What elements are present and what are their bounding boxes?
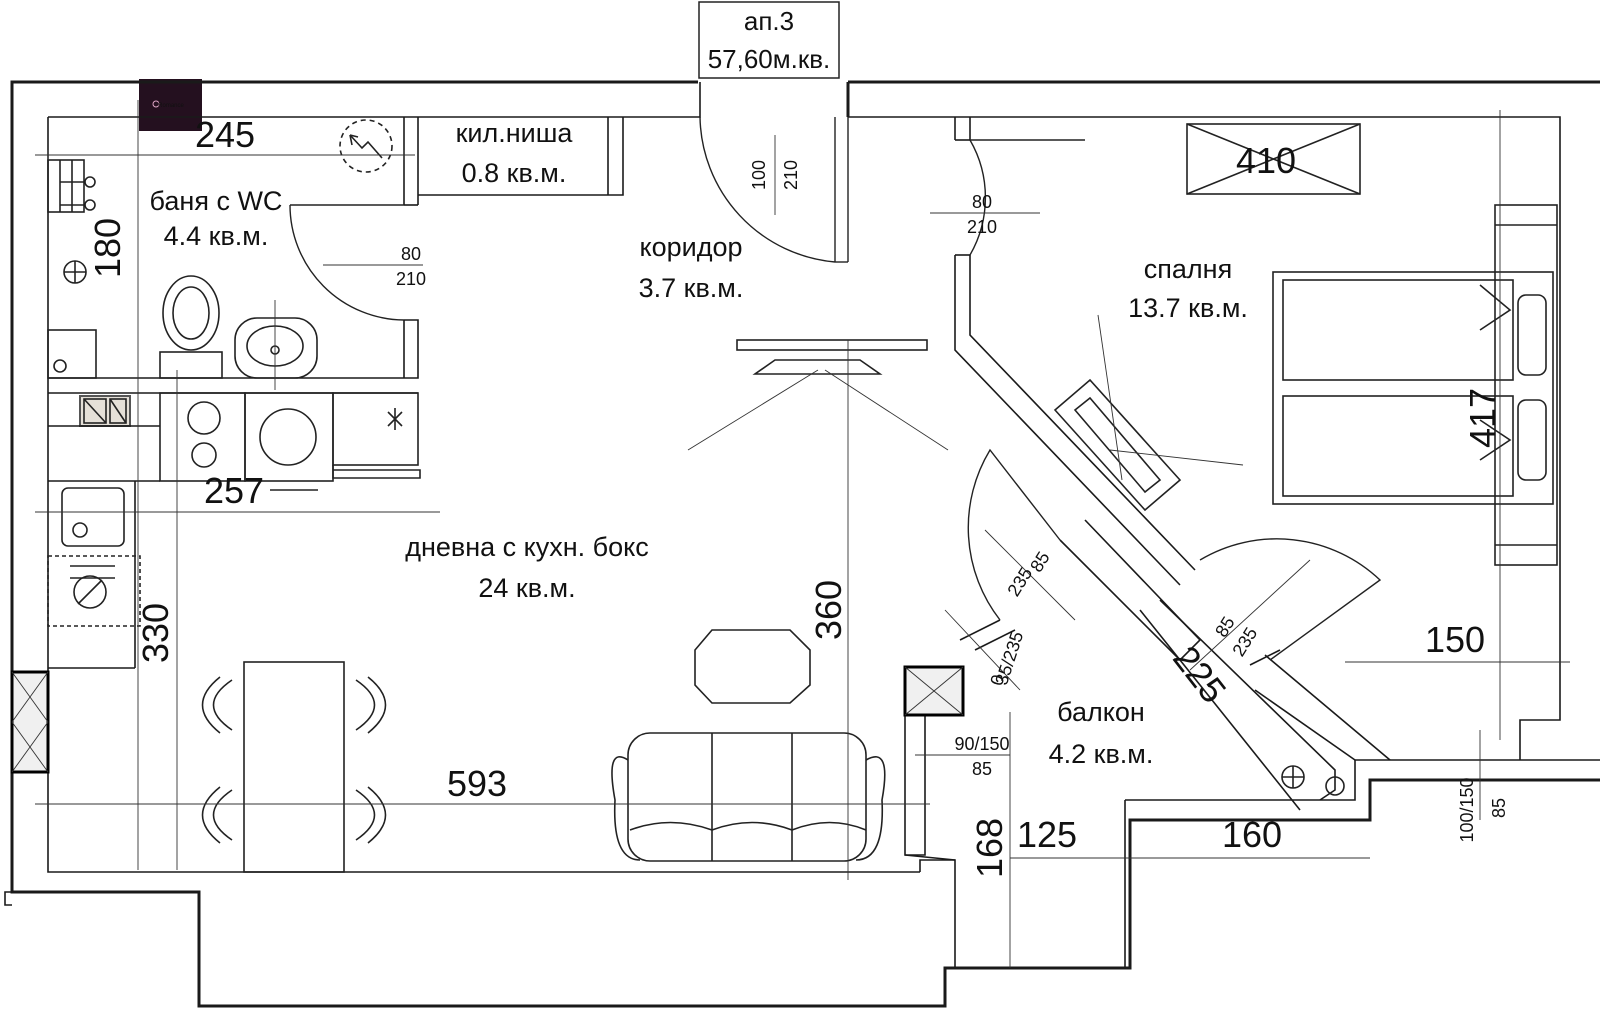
closet-name: кил.ниша [456, 118, 574, 148]
kitchen-units [47, 392, 421, 669]
bed-window-height: 85 [1489, 798, 1509, 818]
balcony-door-left[interactable]: 85 235 [967, 448, 1076, 621]
dim-330: 330 [135, 603, 176, 663]
dimension-values: 245 180 257 330 593 360 410 417 150 225 … [87, 114, 1503, 878]
dim-150: 150 [1425, 619, 1485, 660]
dim-245: 245 [195, 114, 255, 155]
corridor-area: 3.7 кв.м. [639, 273, 744, 303]
bedroom-door-height: 210 [967, 217, 997, 237]
chimney-column [903, 665, 965, 717]
bedroom-door[interactable]: 80 210 [930, 139, 1085, 256]
bathroom-area: 4.4 кв.м. [164, 221, 269, 251]
balcony-door-right-width: 85 [1211, 613, 1239, 641]
coffee-table [694, 629, 811, 704]
balcony-door-right[interactable]: 85 235 [1189, 538, 1382, 671]
balcony-name: балкон [1057, 697, 1145, 727]
dim-125: 125 [1017, 814, 1077, 855]
bed-window-width: 100/150 [1457, 777, 1477, 842]
dim-160: 160 [1222, 814, 1282, 855]
bathroom-door-height: 210 [396, 269, 426, 289]
wardrobe [1186, 123, 1361, 195]
bedroom-door-width: 80 [972, 192, 992, 212]
bathroom-door-width: 80 [401, 244, 421, 264]
tv-unit [687, 339, 949, 451]
dim-360: 360 [808, 580, 849, 640]
balcony-area: 4.2 кв.м. [1049, 739, 1154, 769]
logo-text: Romance [158, 103, 184, 109]
logo-icon [152, 100, 160, 108]
entrance-door[interactable]: 100 210 [699, 116, 849, 263]
dim-168: 168 [969, 818, 1010, 878]
dim-593: 593 [447, 763, 507, 804]
living-window-width: 90/150 [954, 734, 1009, 754]
living-left-window [10, 670, 50, 774]
bedroom-name: спалня [1144, 254, 1232, 284]
entrance-door-width: 100 [749, 160, 769, 190]
bedroom-area: 13.7 кв.м. [1128, 293, 1248, 323]
bedroom-tv [1053, 314, 1244, 512]
window-labels: 90/150 85 100/150 85 [954, 734, 1509, 843]
dim-257: 257 [204, 470, 264, 511]
bathroom-name: баня с WC [150, 186, 283, 216]
living-name: дневна с кухн. бокс [405, 532, 649, 562]
bathroom-fixtures [47, 119, 393, 390]
dimension-lines [35, 100, 1570, 968]
dim-410: 410 [1236, 140, 1296, 181]
apartment-number: ап.3 [744, 6, 794, 36]
bathroom-door[interactable]: 80 210 [289, 204, 426, 321]
entrance-door-height: 210 [781, 160, 801, 190]
corridor-name: коридор [639, 232, 742, 262]
dim-225: 225 [1165, 638, 1234, 711]
closet-area: 0.8 кв.м. [462, 158, 567, 188]
logo: Romance [139, 79, 202, 131]
living-window-height: 85 [972, 759, 992, 779]
dining-table [201, 661, 387, 873]
apartment-title: ап.3 57,60м.кв. [698, 1, 840, 79]
balcony-drain [1281, 765, 1345, 796]
living-area: 24 кв.м. [478, 573, 575, 603]
sofa [611, 732, 886, 862]
room-labels: баня с WC 4.4 кв.м. кил.ниша 0.8 кв.м. к… [150, 118, 1248, 769]
apartment-area: 57,60м.кв. [708, 44, 831, 74]
dim-417: 417 [1462, 388, 1503, 448]
dim-180: 180 [87, 218, 128, 278]
beds [1272, 204, 1558, 566]
